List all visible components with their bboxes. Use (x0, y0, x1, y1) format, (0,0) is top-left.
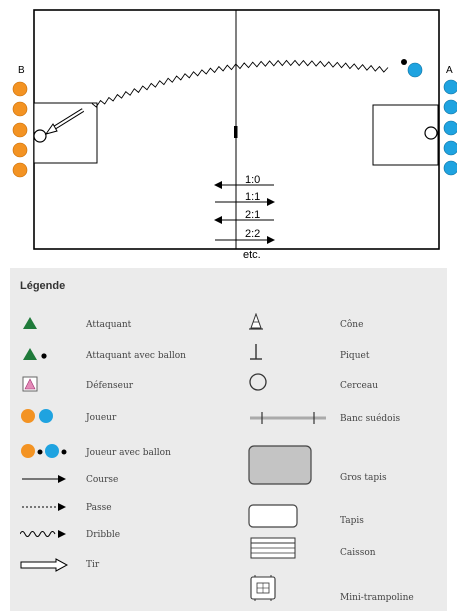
mat-icon (248, 504, 298, 528)
player-blue (443, 160, 457, 176)
player-icons (20, 408, 60, 424)
legend-label-joueur: Joueur (86, 413, 117, 423)
player-orange (12, 122, 28, 138)
player-orange (12, 101, 28, 117)
shot-arrow (44, 108, 85, 135)
score-label: 2:2 (245, 228, 260, 240)
legend-label-tapis: Tapis (340, 516, 364, 526)
legend-label-joueur-ballon: Joueur avec ballon (86, 448, 171, 458)
attacker-icon (22, 316, 38, 330)
score-label: etc. (243, 249, 261, 261)
player-with-ball-icons (20, 443, 78, 459)
player-blue (443, 99, 457, 115)
left-mat (33, 102, 98, 164)
legend-label-attaquant-ballon: Attaquant avec ballon (86, 351, 186, 361)
legend-title: Légende (20, 280, 66, 292)
dribble-path (91, 59, 389, 108)
player-blue (443, 140, 457, 156)
player-orange (12, 162, 28, 178)
legend-label-tir: Tir (86, 560, 100, 570)
mini-trampoline-icon (250, 574, 276, 602)
right-hoop (424, 126, 438, 140)
legend-label-cerceau: Cerceau (340, 381, 379, 391)
player-orange (12, 81, 28, 97)
attacker-with-ball-icon (22, 347, 52, 361)
cone-icon (248, 313, 264, 331)
legend-panel: Légende Attaquant Attaquant avec ballon … (10, 268, 447, 611)
shot-arrow-icon (20, 558, 68, 572)
left-hoop (33, 129, 47, 143)
player-blue (443, 120, 457, 136)
team-a-label: A (446, 65, 453, 76)
score-sequence: 1:0 1:1 2:1 2:2 etc. (214, 174, 275, 261)
dribble-arrow-icon (20, 528, 66, 540)
big-mat-icon (248, 445, 312, 485)
vaulting-box-icon (250, 537, 296, 559)
center-marker (234, 126, 238, 138)
legend-label-mini-trampoline: Mini-trampoline (340, 593, 414, 603)
team-a-players (443, 79, 457, 176)
score-label: 1:0 (245, 174, 260, 186)
team-b-label: B (18, 65, 25, 76)
hoop-icon (248, 372, 268, 392)
legend-label-cone: Cône (340, 320, 364, 330)
legend-label-defenseur: Défenseur (86, 381, 134, 391)
ball (401, 59, 407, 65)
score-label: 2:1 (245, 209, 260, 221)
player-blue (443, 79, 457, 95)
legend-label-banc: Banc suédois (340, 414, 401, 424)
field-diagram: B A 1:0 1:1 2:1 2:2 etc. (12, 9, 457, 261)
bench-icon (248, 410, 328, 426)
run-arrow-icon (22, 474, 66, 484)
player-blue-with-ball (407, 62, 423, 78)
pole-icon (248, 342, 264, 362)
legend-label-course: Course (86, 475, 119, 485)
legend-label-dribble: Dribble (86, 530, 121, 540)
legend-label-attaquant: Attaquant (86, 320, 132, 330)
defender-icon (22, 376, 38, 392)
score-label: 1:1 (245, 191, 260, 203)
legend-label-passe: Passe (86, 503, 112, 513)
pass-arrow-icon (22, 502, 66, 512)
legend-label-caisson: Caisson (340, 548, 376, 558)
legend-label-piquet: Piquet (340, 351, 370, 361)
team-b-players (12, 81, 28, 178)
legend-label-gros-tapis: Gros tapis (340, 473, 387, 483)
player-orange (12, 142, 28, 158)
